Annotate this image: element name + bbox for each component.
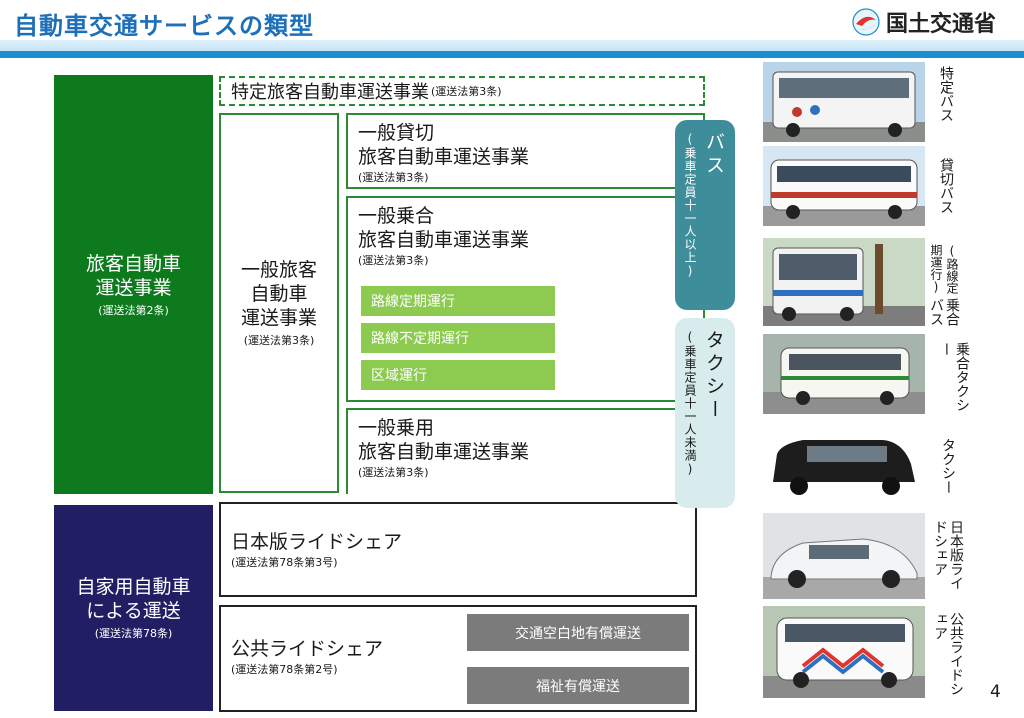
photo-label-subtext: (路線定期運行) [929,244,959,294]
shared-taxi-photo [763,334,925,414]
japan-rideshare-photo [763,513,925,599]
general-passenger-law: (運送法第3条) [243,334,315,347]
shared-business-box: 一般乗合 旅客自動車運送事業 (運送法第3条) [346,196,705,402]
mlit-logo: 国土交通省 [852,6,996,38]
mlit-logo-icon [852,8,880,36]
public-rideshare-photo [763,606,925,698]
photo-label-specific-bus: 特定バス [938,66,954,142]
operation-irregular-route: 路線不定期運行 [361,323,555,353]
public-rideshare-box: 公共ライドシェア (運送法第78条第2号) [219,605,697,712]
photo-label-text: 乗合バス [928,297,960,326]
japan-rideshare-law: (運送法第78条第3号) [231,556,338,569]
photo-label-text: タクシー [940,438,956,494]
public-rideshare-title: 公共ライドシェア [231,638,384,660]
operation-area: 区域運行 [361,360,555,390]
photo-label-shared-taxi: 乗合タクシー [938,342,970,422]
charter-bus-photo [763,146,925,226]
specific-passenger-title: 特定旅客自動車運送事業 [231,82,429,103]
photo-label-japan-rideshare: 日本版ライドシェア [932,520,964,600]
bus-pill-label: バス [703,132,725,178]
taxi-pill-label: タクシー [703,330,725,422]
photo-label-route-bus: 乗合バス (路線定期運行) [928,244,960,328]
photo-label-taxi: タクシー [940,438,956,508]
photo-label-public-rideshare: 公共ライドシェア [932,612,964,704]
welfare-paid-service: 福祉有償運送 [467,667,689,704]
photo-label-text: 貸切バス [938,158,954,214]
specific-passenger-law: (運送法第3条) [431,85,502,98]
photo-label-text: 特定バス [938,66,954,122]
charter-business-title: 一般貸切 旅客自動車運送事業 [358,122,530,168]
shared-business-title: 一般乗合 旅客自動車運送事業 [358,205,530,251]
public-rideshare-law: (運送法第78条第2号) [231,663,338,676]
photo-label-text: 日本版ライドシェア [932,520,964,590]
passenger-business-law: (運送法第2条) [98,303,169,317]
passenger-business-title: 旅客自動車 運送事業 [85,252,181,299]
taxi-photo [763,424,925,506]
taxi-pill: タクシー (乗車定員十一人未満) [675,318,735,508]
route-bus-photo [763,238,925,326]
charter-business-law: (運送法第3条) [358,171,429,184]
hire-business-law: (運送法第3条) [358,466,429,479]
photo-label-charter-bus: 貸切バス [938,158,954,234]
taxi-pill-note: (乗車定員十一人未満) [683,330,697,477]
org-name: 国土交通省 [886,12,997,37]
page-number: 4 [990,682,1001,702]
japan-rideshare-title: 日本版ライドシェア [231,531,403,553]
specific-bus-photo [763,62,925,142]
photo-label-text: 公共ライドシェア [932,612,964,696]
passenger-business-category: 旅客自動車 運送事業 (運送法第2条) [54,75,213,494]
charter-business-box: 一般貸切 旅客自動車運送事業 (運送法第3条) [346,113,705,189]
general-passenger-title: 一般旅客 自動車 運送事業 [240,259,317,329]
bus-pill: バス (乗車定員十一人以上) [675,120,735,310]
japan-rideshare-box: 日本版ライドシェア (運送法第78条第3号) [219,502,697,597]
private-transport-title: 自家用自動車 による運送 [76,576,191,622]
private-transport-category: 自家用自動車 による運送 (運送法第78条) [54,505,213,711]
specific-passenger-box: 特定旅客自動車運送事業 (運送法第3条) [219,76,705,106]
header-band [0,40,1024,58]
transport-gap-paid-service: 交通空白地有償運送 [467,614,689,651]
private-transport-law: (運送法第78条) [94,627,173,640]
operation-fixed-route: 路線定期運行 [361,286,555,316]
bus-pill-note: (乗車定員十一人以上) [683,132,697,279]
page-title: 自動車交通サービスの類型 [14,12,314,40]
hire-business-box: 一般乗用 旅客自動車運送事業 (運送法第3条) [346,408,705,494]
photo-label-text: 乗合タクシー [938,342,970,412]
shared-business-law: (運送法第3条) [358,254,429,267]
hire-business-title: 一般乗用 旅客自動車運送事業 [358,417,530,463]
general-passenger-box: 一般旅客 自動車 運送事業 (運送法第3条) [219,113,339,493]
